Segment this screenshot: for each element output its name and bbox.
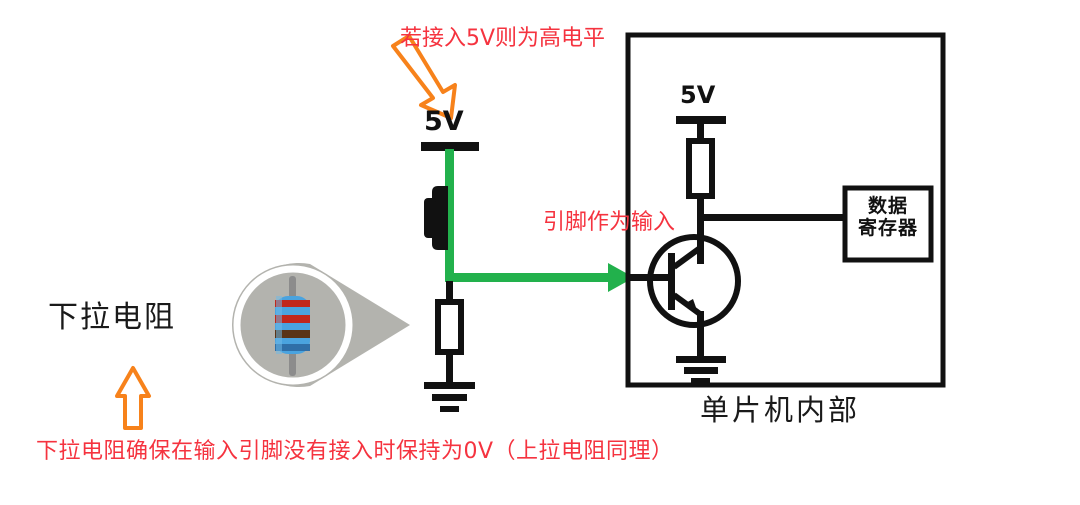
npn-transistor-icon [628,234,741,359]
data-register-box [842,185,934,263]
resistor-symbol-icon-pullup [686,138,715,264]
internal-supply-rail [676,116,726,142]
ground-symbol-icon-internal [676,356,726,384]
orange-arrow-down-icon [391,34,457,120]
note-pin-as-input: 引脚作为输入 [543,210,676,235]
bottom-caption: 下拉电阻确保在输入引脚没有接入时保持为0V（上拉电阻同理） [36,439,674,464]
resistor-symbol-icon-pulldown [435,281,464,384]
green-signal-arrow-icon [608,263,634,292]
ground-symbol-icon-external [424,382,475,412]
resistor-photo-icon [275,276,310,376]
register-branch-wire [697,214,849,221]
green-signal-wire [445,149,615,282]
pulldown-resistor-label: 下拉电阻 [48,300,176,335]
external-supply-label: 5V [424,106,464,137]
internal-supply-label: 5V [680,81,716,109]
orange-arrow-up-icon [115,366,151,430]
note-high-level: 若接入5V则为高电平 [400,26,606,51]
mcu-internal-label: 单片机内部 [700,393,861,427]
data-register-line2: 寄存器 [857,216,918,239]
magnifier-teardrop-icon [232,263,410,387]
external-supply-rail [421,142,479,151]
terminal-connector-icon [424,186,448,250]
data-register-line1: 数据 [867,195,908,217]
data-register-label: 数据 寄存器 [852,195,924,240]
